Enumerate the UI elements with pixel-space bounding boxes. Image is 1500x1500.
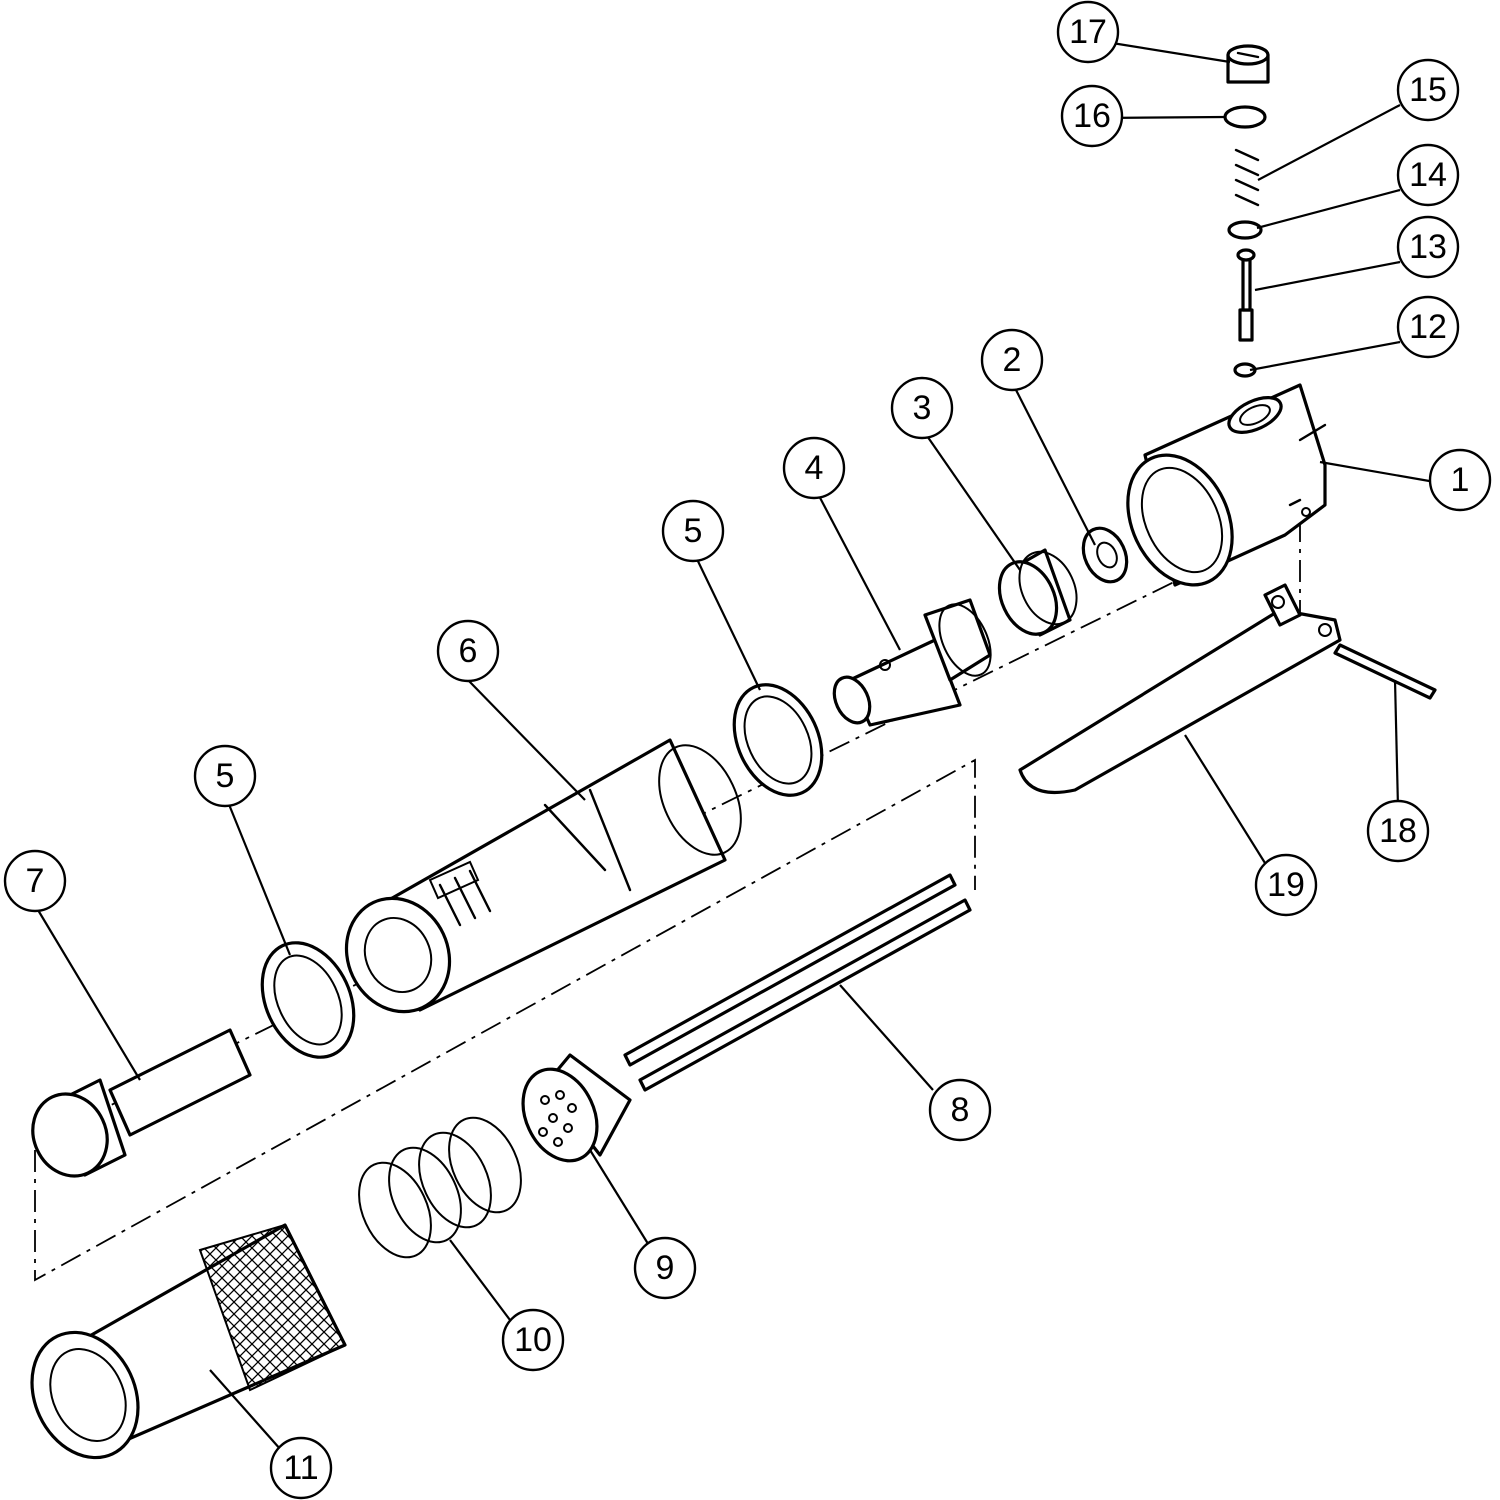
callout-8: 8 — [928, 1078, 992, 1142]
callout-11: 11 — [269, 1436, 333, 1500]
callout-12: 12 — [1396, 295, 1460, 359]
valve-stack-parts — [1223, 44, 1270, 378]
callout-19: 19 — [1254, 853, 1318, 917]
needle-holder-part — [521, 1053, 632, 1163]
callouts: 1 2 3 4 5 5 6 7 — [3, 0, 1492, 1500]
svg-text:5: 5 — [216, 757, 235, 795]
spring-part — [358, 1116, 522, 1259]
callout-1: 1 — [1428, 448, 1492, 512]
washer-small-part — [1227, 220, 1263, 240]
washer-part-lower — [260, 941, 356, 1059]
svg-text:16: 16 — [1073, 97, 1111, 135]
assembly-axis-lines — [34, 519, 1301, 1282]
callout-17: 17 — [1056, 0, 1120, 64]
callout-7: 7 — [3, 849, 67, 913]
svg-text:7: 7 — [26, 862, 45, 900]
svg-text:12: 12 — [1409, 308, 1447, 346]
trigger-lever-part — [1018, 583, 1342, 795]
seal-ring-part — [1223, 105, 1267, 129]
housing-part — [1126, 383, 1327, 587]
svg-text:4: 4 — [805, 449, 824, 487]
hammer-piston-part — [31, 1028, 252, 1178]
svg-text:5: 5 — [684, 512, 703, 550]
svg-text:18: 18 — [1379, 812, 1417, 850]
svg-text:11: 11 — [283, 1449, 318, 1487]
callout-4: 4 — [782, 436, 846, 500]
callout-18: 18 — [1366, 799, 1430, 863]
callout-10: 10 — [501, 1308, 565, 1372]
svg-text:2: 2 — [1003, 341, 1022, 379]
callout-5-upper: 5 — [661, 499, 725, 563]
barrel-part — [344, 738, 742, 1014]
bearing-part — [1081, 526, 1129, 584]
washer-part-upper — [732, 683, 824, 797]
svg-text:13: 13 — [1409, 228, 1447, 266]
needles-part — [623, 873, 972, 1092]
callout-16: 16 — [1060, 84, 1124, 148]
callout-5-lower: 5 — [193, 744, 257, 808]
svg-text:14: 14 — [1409, 156, 1447, 194]
leader-lines — [34, 41, 1436, 1451]
svg-text:8: 8 — [951, 1091, 970, 1129]
callout-13: 13 — [1396, 215, 1460, 279]
cap-disc-part — [997, 548, 1078, 637]
svg-text:19: 19 — [1267, 866, 1305, 904]
svg-text:10: 10 — [514, 1321, 552, 1359]
svg-text:1: 1 — [1451, 461, 1470, 499]
needle-holes — [538, 1090, 577, 1147]
valve-piston-part — [832, 598, 992, 727]
svg-text:9: 9 — [656, 1249, 675, 1287]
callout-3: 3 — [890, 376, 954, 440]
svg-text:6: 6 — [459, 632, 478, 670]
callout-2: 2 — [980, 328, 1044, 392]
callout-14: 14 — [1396, 143, 1460, 207]
valve-spring-part — [1234, 148, 1260, 207]
callout-15: 15 — [1396, 58, 1460, 122]
pin-part — [1333, 643, 1437, 700]
knurled-nozzle-part — [30, 1223, 347, 1460]
callout-9: 9 — [633, 1236, 697, 1300]
valve-stem-part — [1238, 308, 1254, 342]
svg-text:3: 3 — [913, 389, 932, 427]
svg-text:17: 17 — [1069, 13, 1107, 51]
callout-6: 6 — [436, 619, 500, 683]
svg-text:15: 15 — [1409, 71, 1447, 109]
